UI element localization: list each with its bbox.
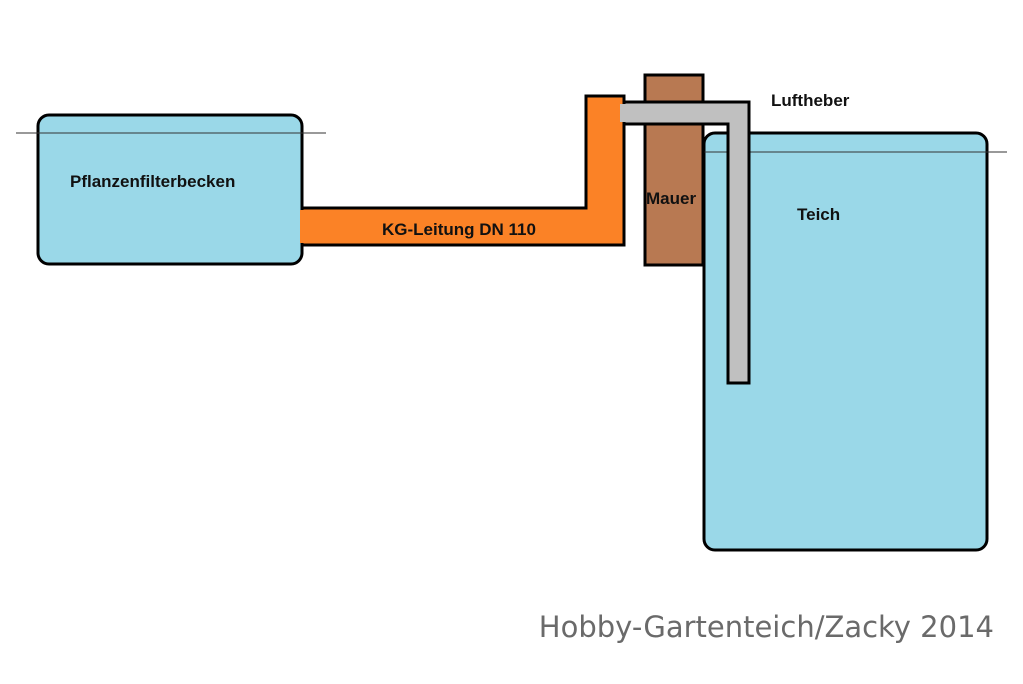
pipe-basin-junction: [300, 210, 306, 243]
pipe-airlift-junction: [620, 104, 628, 122]
label-wall: Mauer: [646, 189, 696, 208]
credit-watermark: Hobby-Gartenteich/Zacky 2014: [538, 610, 994, 644]
label-pipe: KG-Leitung DN 110: [382, 220, 536, 239]
plant-filter-basin: [36, 113, 304, 266]
pond-basin: [702, 131, 989, 552]
label-plant-filter-basin: Pflanzenfilterbecken: [70, 172, 235, 191]
kg-pipe: [300, 94, 626, 247]
air-lift-pipe: [622, 100, 751, 385]
label-air-lift: Luftheber: [771, 91, 850, 110]
label-pond: Teich: [797, 205, 840, 224]
